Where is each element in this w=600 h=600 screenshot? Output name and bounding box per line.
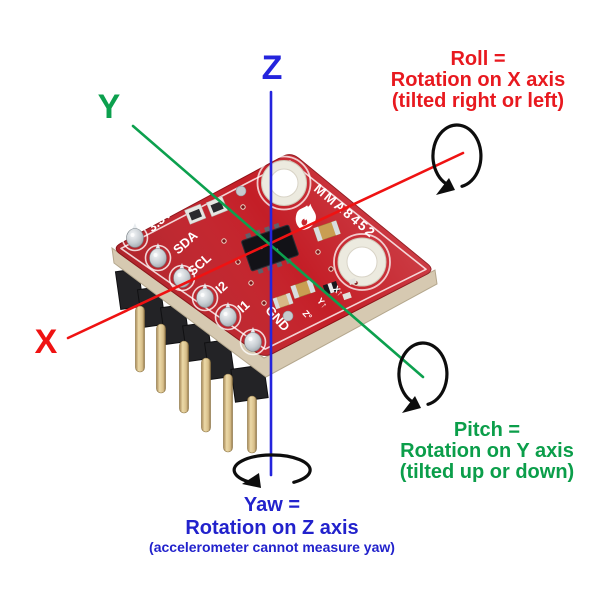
yaw-rotation-arrow	[232, 453, 312, 488]
yaw-annotation: Yaw = Rotation on Z axis (accelerometer …	[149, 494, 395, 555]
pcb-side-edge	[111, 246, 438, 378]
x-axis-line	[66, 151, 465, 340]
z-axis-label: Z	[262, 49, 283, 87]
roll-line1: Roll =	[450, 48, 505, 70]
accelerometer-board: 3.3V SDA SCL I2 I1 GND MMA8452 Z° Y↑ X↑	[111, 154, 438, 454]
smd-resistors-topleft	[184, 196, 228, 225]
roll-annotation: Roll = Rotation on X axis (tilted right …	[391, 48, 565, 112]
pitch-line1: Pitch =	[454, 419, 520, 441]
y-axis-line	[131, 124, 425, 379]
pitch-line3: (tilted up or down)	[400, 461, 574, 483]
yaw-line3: (accelerometer cannot measure yaw)	[149, 539, 395, 555]
pitch-annotation: Pitch = Rotation on Y axis (tilted up or…	[400, 419, 574, 483]
mounting-hole-right	[333, 233, 391, 291]
fiducial-dot-top	[235, 185, 247, 197]
pitch-rotation-arrow	[397, 341, 449, 413]
x-axis-label: X	[35, 323, 58, 361]
vias	[221, 204, 359, 306]
y-axis-label: Y	[98, 88, 121, 126]
fiducial-dot-bottom	[282, 310, 294, 322]
pitch-line2: Rotation on Y axis	[400, 440, 574, 462]
smd-capacitor-right	[313, 220, 341, 242]
roll-line2: Rotation on X axis	[391, 69, 565, 91]
solder-blobs	[126, 223, 262, 352]
smd-cluster-bottom	[272, 277, 357, 310]
yaw-line1: Yaw =	[244, 494, 300, 516]
roll-line3: (tilted right or left)	[392, 90, 564, 112]
yaw-line2: Rotation on Z axis	[185, 517, 358, 539]
mounting-hole-top	[256, 155, 312, 211]
header-pins	[135, 305, 257, 454]
roll-rotation-arrow	[431, 123, 483, 195]
header-housings	[114, 268, 269, 403]
silkscreen-border	[120, 160, 427, 350]
